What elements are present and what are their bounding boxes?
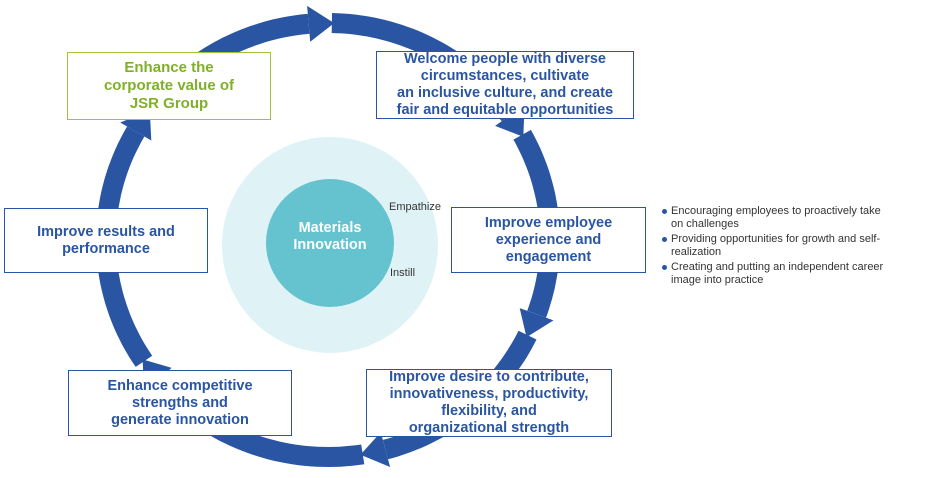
box-line: Welcome people with diverse <box>404 51 606 67</box>
bullet-line: Creating and putting an independent care… <box>671 261 884 273</box>
box-improve-desire-to-contribute: Improve desire to contribute, innovative… <box>366 369 612 437</box>
label-empathize: Empathize <box>389 201 441 213</box>
box-line: experience and <box>495 231 602 248</box>
cycle-arrowhead-icon <box>360 432 391 467</box>
box-welcome-diverse-people: Welcome people with diverse circumstance… <box>376 51 634 119</box>
cycle-arrowhead-icon <box>307 5 335 42</box>
center-title-line: Innovation <box>293 237 367 253</box>
bullet-line: Encouraging employees to proactively tak… <box>671 205 881 217</box>
bullet-item: Encouraging employees to proactively tak… <box>662 205 930 231</box>
box-line: Enhance the <box>124 59 214 76</box>
box-improve-results: Improve results and performance <box>4 208 208 273</box>
box-line: Improve results and <box>37 223 175 240</box>
bullet-list: Encouraging employees to proactively tak… <box>662 205 930 289</box>
box-line: Improve employee <box>484 214 613 231</box>
bullet-line: Providing opportunities for growth and s… <box>671 233 881 258</box>
center-title-line: Materials <box>298 220 362 236</box>
box-line: generate innovation <box>111 411 249 428</box>
bullet-line: on challenges <box>671 218 739 230</box>
box-line: JSR Group <box>129 95 209 112</box>
box-line: Improve desire to contribute, <box>389 369 589 385</box>
bullet-dot-icon <box>662 209 667 214</box>
box-line: innovativeness, productivity, <box>389 386 589 402</box>
inner-teal-circle <box>266 179 394 307</box>
bullet-dot-icon <box>662 265 667 270</box>
center-title: Materials Innovation <box>266 220 394 254</box>
box-line: Enhance competitive <box>107 377 253 394</box>
bullet-item: Creating and putting an independent care… <box>662 261 930 287</box>
ring-segment <box>140 13 310 119</box>
box-enhance-corporate-value: Enhance the corporate value of JSR Group <box>67 52 271 120</box>
box-line: strengths and <box>132 394 228 411</box>
box-line: an inclusive culture, and create <box>397 85 613 101</box>
bullet-item: Providing opportunities for growth and s… <box>662 233 930 259</box>
ring-segment <box>96 126 153 367</box>
box-line: flexibility, and <box>441 403 537 419</box>
box-enhance-competitive-strengths: Enhance competitive strengths and genera… <box>68 370 292 436</box>
box-line: circumstances, cultivate <box>420 68 590 84</box>
box-line: fair and equitable opportunities <box>396 102 614 118</box>
box-line: performance <box>62 240 150 257</box>
box-line: engagement <box>505 248 592 265</box>
bullet-dot-icon <box>662 237 667 242</box>
bullet-line: image into practice <box>671 274 764 286</box>
box-line: organizational strength <box>408 420 570 436</box>
box-improve-employee-experience: Improve employee experience and engageme… <box>451 207 646 273</box>
cycle-arrowhead-icon <box>519 308 554 338</box>
label-instill: Instill <box>390 267 416 279</box>
box-line: corporate value of <box>103 77 235 94</box>
